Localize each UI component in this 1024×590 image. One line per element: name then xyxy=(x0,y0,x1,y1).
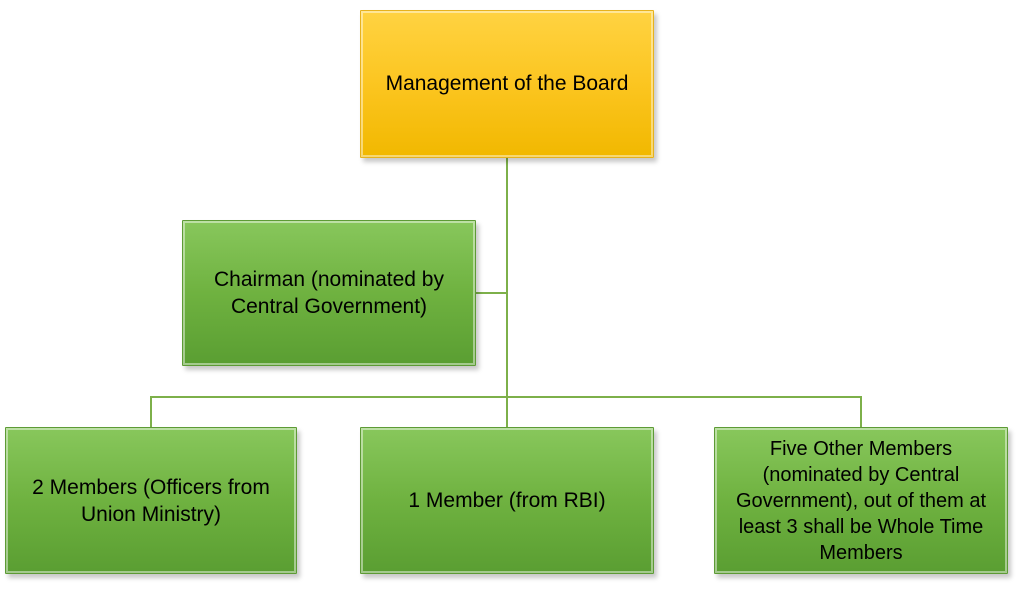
node-chairman: Chairman (nominated by Central Governmen… xyxy=(182,220,476,366)
node-label: 1 Member (from RBI) xyxy=(408,489,606,512)
node-label: Five Other Members (nominated by Central… xyxy=(735,437,987,564)
connector-child-middle xyxy=(506,396,508,428)
node-two-members: 2 Members (Officers from Union Ministry) xyxy=(5,427,297,574)
connector-child-left xyxy=(150,396,152,428)
node-label: 2 Members (Officers from Union Ministry) xyxy=(32,475,270,526)
node-label: Management of the Board xyxy=(385,72,629,95)
node-label: Chairman (nominated by Central Governmen… xyxy=(214,268,444,318)
connector-root-trunk xyxy=(506,158,508,398)
node-management-of-the-board: Management of the Board xyxy=(360,10,654,158)
connector-child-right xyxy=(860,396,862,428)
connector-chairman xyxy=(476,292,507,294)
node-five-other-members: Five Other Members (nominated by Central… xyxy=(714,427,1008,574)
node-rbi-member: 1 Member (from RBI) xyxy=(360,427,654,574)
